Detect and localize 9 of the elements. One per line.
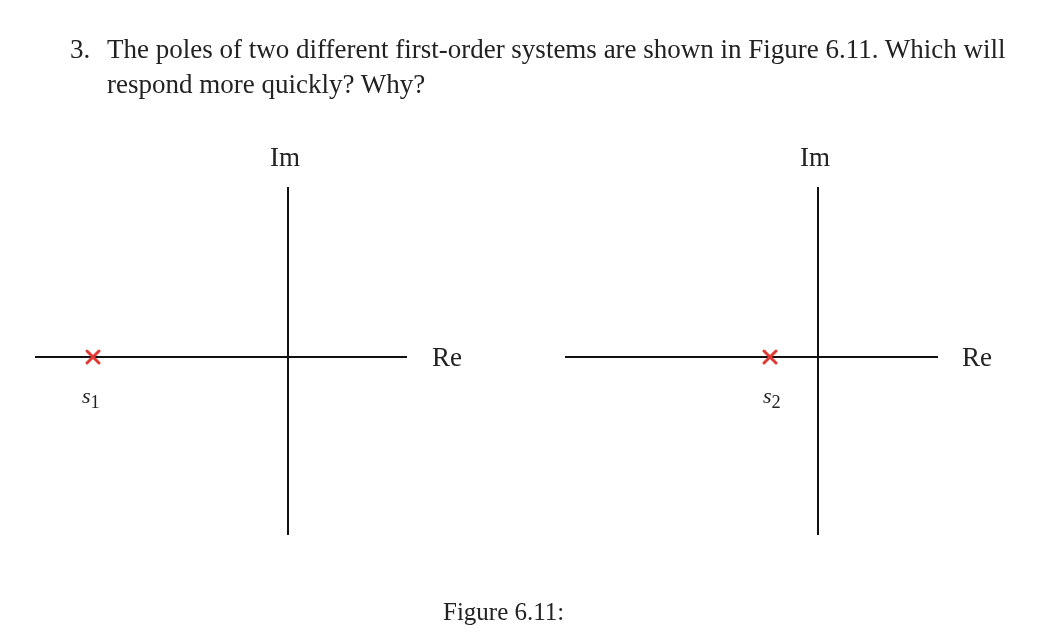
axis-label: Re [962,341,992,374]
pole-label: s$_{2}$ [763,382,781,415]
question-number: 3. [70,33,91,66]
axis-label: Im [270,141,300,174]
figure-caption: Figure 6.11: [443,597,565,627]
question-text: The poles of two different first-order systems are shown in Figure 6.11. Which will respond more quickly? Why? [107,33,1007,101]
axis-label: Re [432,341,462,374]
axis-label: Im [800,141,830,174]
pole-label: s$_{1}$ [82,382,100,415]
